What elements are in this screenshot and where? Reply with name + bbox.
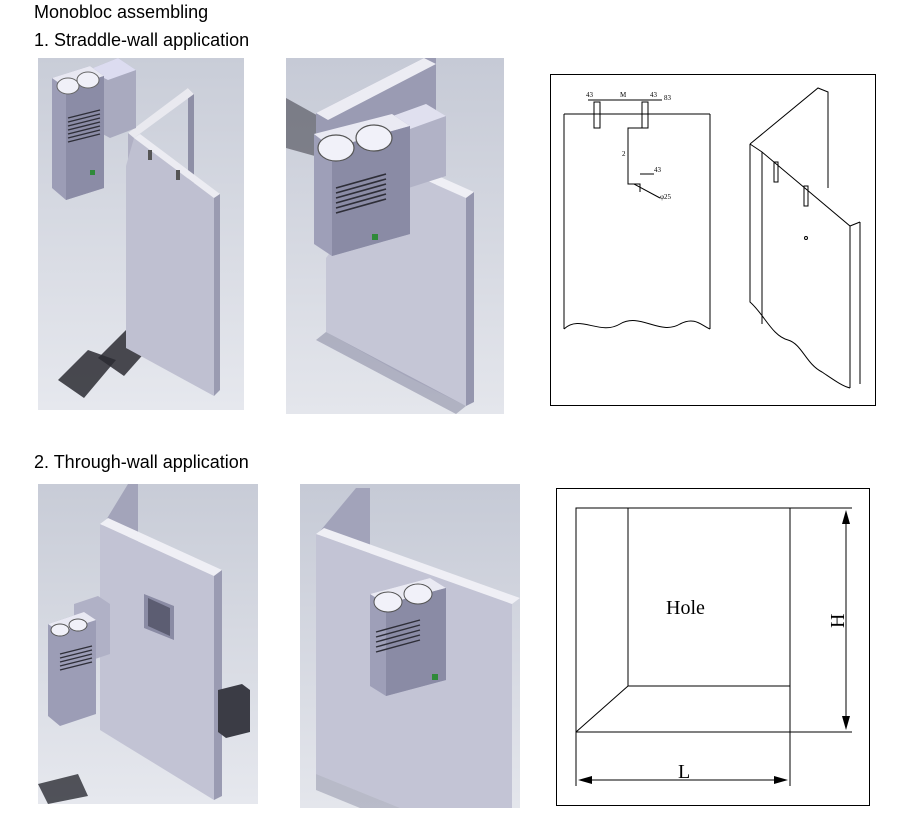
straddle-render-2 <box>286 58 504 414</box>
dim-label: 43 <box>586 91 594 99</box>
section-heading-through: 2. Through-wall application <box>34 452 249 472</box>
section-heading-straddle: 1. Straddle-wall application <box>34 30 250 50</box>
hole-technical-drawing: Hole H L <box>556 488 870 806</box>
dim-label: 43 <box>654 166 662 174</box>
height-label: H <box>827 614 849 628</box>
straddle-render-1 <box>38 58 244 410</box>
dim-label: 83 <box>664 94 672 102</box>
dim-label: 2 <box>622 150 626 158</box>
hole-label: Hole <box>666 597 705 619</box>
dim-label: φ25 <box>660 193 672 201</box>
width-label: L <box>678 761 690 783</box>
dim-label: 43 <box>650 91 658 99</box>
through-render-1 <box>38 484 258 804</box>
through-render-2 <box>300 484 520 808</box>
page-title: Monobloc assembling <box>34 2 209 22</box>
dim-label: M <box>620 91 627 99</box>
straddle-technical-drawing: 43 M 43 83 2 43 φ25 <box>550 74 876 406</box>
